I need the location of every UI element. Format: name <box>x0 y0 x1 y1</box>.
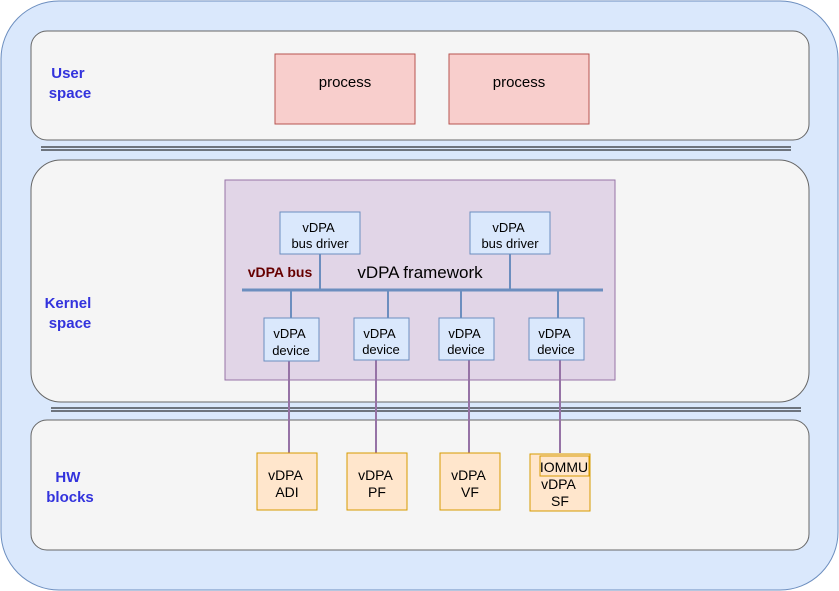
hw-block-label: vDPA PF <box>358 467 396 500</box>
device-label: vDPA device <box>447 326 485 357</box>
hw-block-adi: vDPA ADI <box>256 452 318 511</box>
kernel-space-title: Kernel space <box>45 295 96 332</box>
iommu-label: IOMMU <box>540 459 588 475</box>
separator-user-kernel <box>41 146 791 151</box>
device-label: vDPA device <box>362 326 400 357</box>
vdpa-device-box-4: vDPA device <box>528 317 585 361</box>
vdpa-framework-label: vDPA framework <box>357 263 483 282</box>
vdpa-bus-label: vDPA bus <box>248 264 313 280</box>
hw-block-label: vDPA SF <box>541 476 579 509</box>
bus-driver-box-1: vDPA bus driver <box>279 211 361 255</box>
process-box-2: process <box>448 53 590 125</box>
bus-connectors <box>290 254 559 318</box>
device-hw-links <box>288 360 561 453</box>
device-label: vDPA device <box>537 326 575 357</box>
vdpa-device-box-3: vDPA device <box>438 317 495 361</box>
user-space-title: User space <box>49 65 92 102</box>
process-box-1: process <box>274 53 416 125</box>
process-label: process <box>493 74 546 91</box>
hw-blocks-panel <box>30 419 810 551</box>
user-space-panel <box>30 30 810 141</box>
hw-blocks-title: HW blocks <box>46 469 94 506</box>
hw-block-pf: vDPA PF <box>346 452 408 511</box>
iommu-box: IOMMU <box>539 455 590 477</box>
hw-block-label: vDPA VF <box>451 467 489 500</box>
process-label: process <box>319 74 372 91</box>
bus-driver-label: vDPA bus driver <box>291 220 349 251</box>
bus-driver-box-2: vDPA bus driver <box>469 211 551 255</box>
vdpa-device-box-1: vDPA device <box>263 317 320 362</box>
separator-kernel-hw <box>51 407 801 412</box>
hw-block-vf: vDPA VF <box>439 452 501 511</box>
bus-driver-label: vDPA bus driver <box>481 220 539 251</box>
hw-block-label: vDPA ADI <box>268 467 306 500</box>
device-label: vDPA device <box>272 326 310 358</box>
vdpa-device-box-2: vDPA device <box>353 317 410 361</box>
